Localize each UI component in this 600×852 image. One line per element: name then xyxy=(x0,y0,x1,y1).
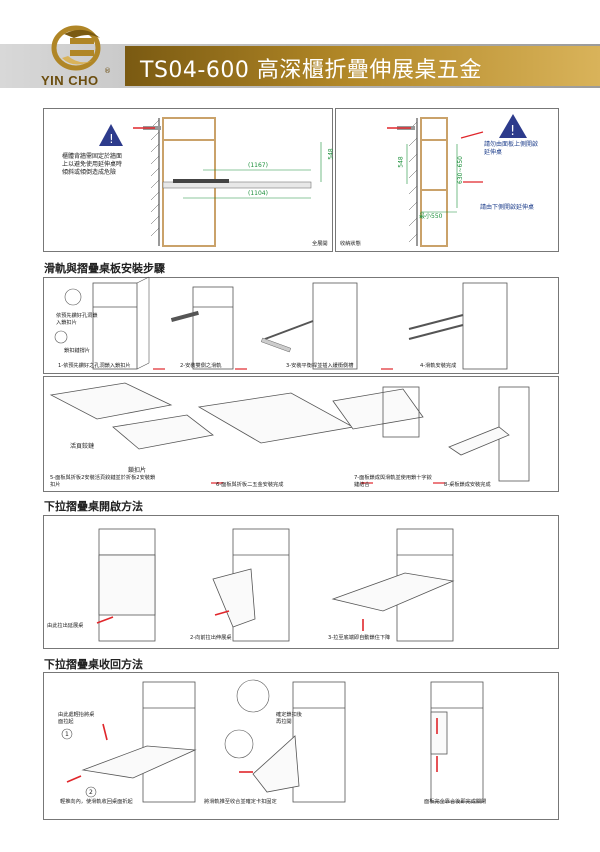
open-step2: 2-向前拉出伸展桌 xyxy=(190,635,232,641)
title-bar xyxy=(125,46,600,86)
install-step6: 6-面板與折板二五金安裝完成 xyxy=(216,482,284,488)
open-step3: 3-拉至底端即自動鎖住下降 xyxy=(328,635,391,641)
close-drawing xyxy=(61,679,484,803)
overview-drawing: ! ! xyxy=(99,114,527,247)
page-title: TS04-600 高深櫃折疊伸展桌五金 xyxy=(140,58,482,83)
svg-text:!: ! xyxy=(109,132,114,146)
svg-text:!: ! xyxy=(510,124,515,139)
close-note-middle: 確定鎖扣後再拉開 xyxy=(276,712,302,725)
close-method-panel xyxy=(43,672,559,820)
registered-mark: ® xyxy=(104,67,111,75)
label-hinge: 活頁鉸鏈 xyxy=(70,443,95,450)
close-note-left-bottom: 輕推向內，使滑軌收回桌面折起 xyxy=(60,799,133,805)
dim-height: 630~650 xyxy=(456,156,464,184)
warning-wall-text: 櫃體背牆需固定於牆面上以避免使用延伸桌時傾斜或傾倒造成危險 xyxy=(62,153,123,176)
small-lock-label: 鎖扣鏈撐片 xyxy=(64,348,90,354)
open-step1: 由此拉出延展桌 xyxy=(47,623,84,629)
close-note1: 由此處輕抬將桌面拉起 xyxy=(58,712,95,725)
install-step7: 7-面板鎖成與滑軌並使用鎖十字鉸鏈結合 xyxy=(354,475,432,488)
dim-min: 最小550 xyxy=(419,213,443,220)
dim-548-right: 548 xyxy=(397,156,405,168)
install-section-title: 滑軌與摺疊桌板安裝步驟 xyxy=(44,262,165,275)
hint-holes: 依預先鑽好孔洞鎖入鎖扣片 xyxy=(56,313,98,326)
install-step8: 8-桌板鎖成安裝完成 xyxy=(444,482,491,488)
note-open-bottom: 請由下側開啟延伸桌 xyxy=(480,204,535,211)
brand-logo-icon xyxy=(51,25,101,71)
warning-top-open-text: 請勿由面板上側開啟延伸桌 xyxy=(484,141,539,156)
close-num2: 2 xyxy=(89,789,93,796)
install-step5: 5-面板與折板2安裝活頁鉸鏈並於折板2安裝鎖扣片 xyxy=(50,475,156,488)
close-note-right-bottom: 面板完全靠合後即完成關閉 xyxy=(424,799,487,805)
label-closed: 收納狀態 xyxy=(340,241,361,247)
label-expanded: 全展開 xyxy=(312,241,328,247)
open-drawing xyxy=(96,528,455,642)
install-step3: 3-安裝平衡桿並插入緩衝側槽 xyxy=(286,363,354,369)
brand-name: YIN CHO xyxy=(41,73,99,88)
label-lock: 鎖扣片 xyxy=(128,467,147,474)
install-step1: 1-依預先鑽好之孔洞鎖入鎖扣片 xyxy=(58,363,131,369)
dim-open-width: (1167) xyxy=(248,162,268,169)
close-note-middle-bottom: 將滑軌推至收合並確定卡扣固定 xyxy=(204,799,277,805)
install-drawing xyxy=(49,276,530,484)
install-step2: 2-安裝雙側之滑軌 xyxy=(180,363,222,369)
install-step4: 4-滑軌安裝完成 xyxy=(420,363,457,369)
close-num1: 1 xyxy=(65,731,69,738)
open-section-title: 下拉摺疊桌開啟方法 xyxy=(44,500,143,513)
dim-open-slide: (1104) xyxy=(248,190,268,197)
close-section-title: 下拉摺疊桌收回方法 xyxy=(44,658,143,671)
dim-548-left: 548 xyxy=(327,148,335,160)
